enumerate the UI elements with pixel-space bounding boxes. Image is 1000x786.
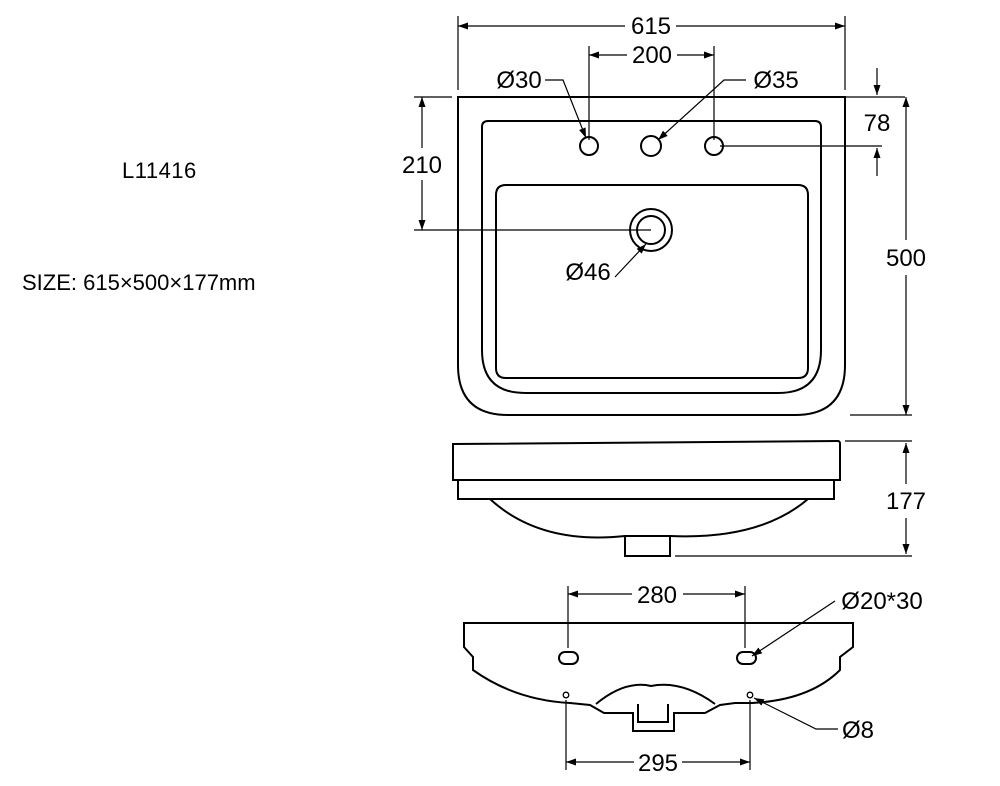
product-size: SIZE: 615×500×177mm <box>22 270 256 295</box>
side-rim <box>452 439 841 481</box>
dim-overall-width: 615 <box>631 13 671 40</box>
top-view <box>457 96 846 416</box>
basin-bowl <box>495 184 809 379</box>
dim-overall-depth: 500 <box>886 245 926 272</box>
dim-rear-slot: Ø20*30 <box>841 588 922 615</box>
dim-drain-offset: 210 <box>402 152 442 179</box>
side-lower-band <box>457 480 835 500</box>
side-view <box>452 439 841 557</box>
dim-tap-spacing: 200 <box>632 42 672 69</box>
dim-fixing-hole: Ø8 <box>842 717 874 744</box>
fixing-hole-right <box>746 691 754 699</box>
fixing-hole-left <box>562 691 570 699</box>
rear-view-dimensions <box>565 586 838 770</box>
dim-height: 177 <box>886 488 926 515</box>
side-view-dimensions <box>675 440 912 557</box>
rear-waste-notch <box>637 704 669 723</box>
basin-rim-inner <box>481 120 822 394</box>
rear-slot-right <box>736 651 757 665</box>
dim-hole-center: Ø35 <box>753 67 798 94</box>
side-waste-spigot <box>624 536 671 557</box>
side-bowl-curve <box>489 498 809 539</box>
top-view-dimensions <box>414 16 912 416</box>
dim-hole-left: Ø30 <box>496 67 541 94</box>
rear-view <box>463 622 854 732</box>
basin-outline-top <box>457 96 846 416</box>
product-code: L11416 <box>122 158 197 183</box>
rear-outline <box>463 622 854 732</box>
dim-drain-hole: Ø46 <box>565 259 610 286</box>
rear-slot-left <box>558 651 579 665</box>
tap-hole-center <box>640 135 662 157</box>
rear-bowl-hint <box>595 683 716 705</box>
dim-rear-slot-spacing: 280 <box>637 582 677 609</box>
dim-tap-row-offset: 78 <box>864 110 891 137</box>
dim-fixing-spacing: 295 <box>638 750 678 777</box>
